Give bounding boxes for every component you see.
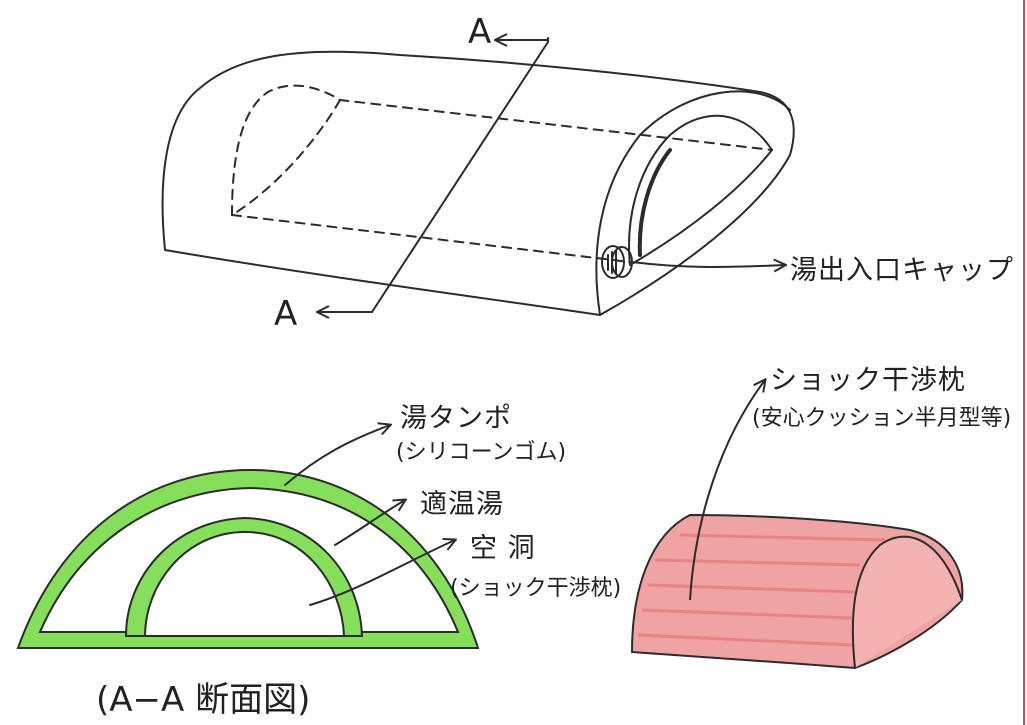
pillow bbox=[630, 380, 964, 670]
section-title: (A−A 断面図) bbox=[96, 680, 311, 720]
hot-water-bag-label: 湯タンポ bbox=[400, 403, 512, 434]
pillow-label: ショック干渉枕 bbox=[770, 365, 966, 396]
water-cap bbox=[601, 245, 633, 279]
hidden-cavity bbox=[231, 84, 773, 216]
hot-water-bag-3d bbox=[161, 37, 795, 316]
margin-line bbox=[1023, 0, 1025, 725]
cavity-label: 空 洞 bbox=[470, 533, 536, 564]
cross-section bbox=[16, 425, 480, 649]
pillow-note: (安心クッション半月型等) bbox=[752, 406, 1012, 431]
bag-outline bbox=[161, 50, 795, 316]
section-mark-bottom: A bbox=[274, 294, 298, 334]
section-line bbox=[371, 37, 549, 313]
cavity-opening bbox=[628, 114, 773, 266]
warm-water-label: 適温湯 bbox=[420, 489, 504, 520]
cavity-note: (ショック干渉枕) bbox=[450, 576, 622, 601]
end-face bbox=[595, 90, 791, 316]
section-mark-top: A bbox=[468, 12, 492, 52]
cap-label: 湯出入口キャップ bbox=[790, 255, 1014, 286]
hot-water-bag-material: (シリコーンゴム) bbox=[396, 440, 567, 465]
